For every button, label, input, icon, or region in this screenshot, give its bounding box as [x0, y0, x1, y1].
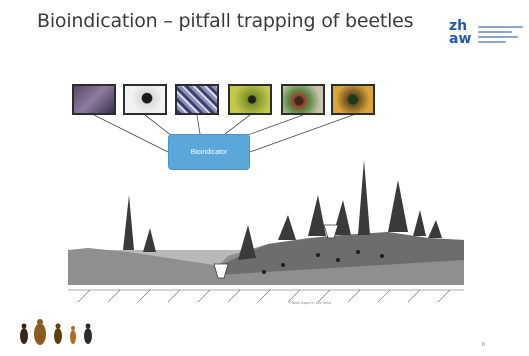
- beetle-icon: [54, 324, 62, 345]
- page-number: 8: [482, 342, 485, 348]
- landscape-illustration: [68, 140, 464, 315]
- photo-beetle-2: [331, 84, 375, 115]
- beetle-icon: [20, 324, 28, 345]
- beetle-icon: [70, 326, 76, 344]
- beetle-icon: [34, 319, 46, 345]
- beetle-icon: [84, 324, 92, 345]
- photo-beetle-catch: [175, 84, 219, 115]
- figure-caption: Pitfall traps in the field: [200, 300, 420, 305]
- photo-beetle-1: [123, 84, 167, 115]
- photo-beetle-plant: [281, 84, 325, 115]
- photo-pitfall-trap: [72, 84, 116, 115]
- beetle-icons: [16, 318, 106, 348]
- photo-beetle-leaf: [228, 84, 272, 115]
